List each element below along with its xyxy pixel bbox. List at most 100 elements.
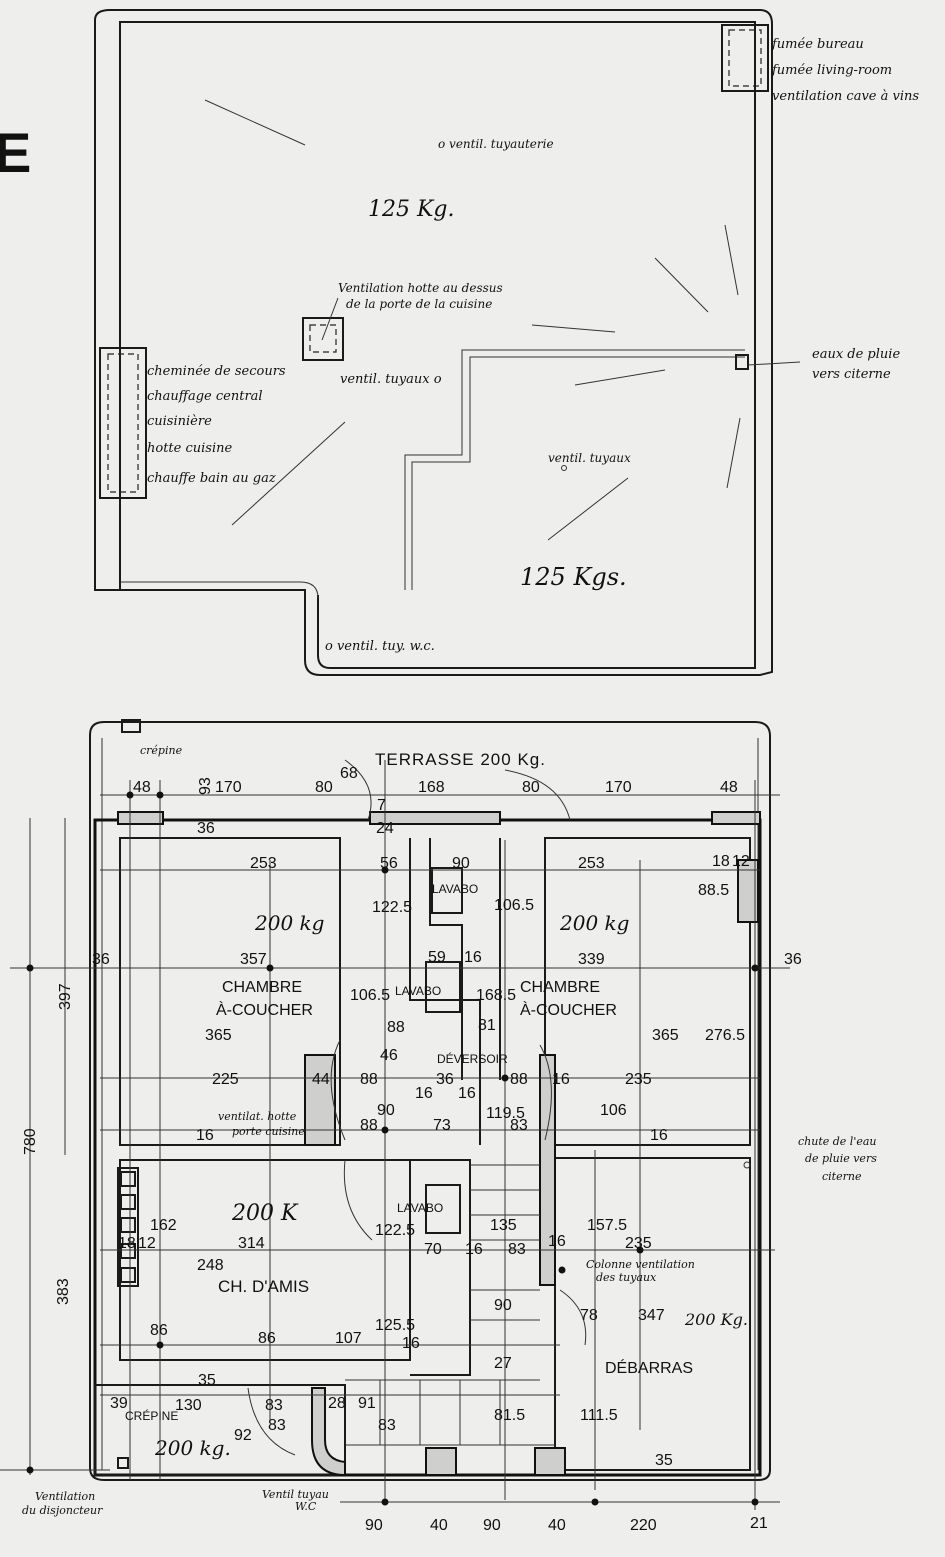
svg-text:90: 90 xyxy=(377,1102,395,1119)
svg-text:383: 383 xyxy=(55,1278,72,1305)
room-guest-label: CH. D'AMIS xyxy=(218,1277,309,1296)
svg-text:157.5: 157.5 xyxy=(587,1217,627,1234)
svg-text:46: 46 xyxy=(380,1047,398,1064)
slope-arrows xyxy=(204,99,801,541)
svg-text:91: 91 xyxy=(358,1395,376,1412)
load-guest: 200 K xyxy=(231,1201,299,1226)
stairs xyxy=(345,1164,555,1446)
dimensions: 48 93 170 80 68 168 80 170 48 36 24 7 25… xyxy=(22,765,802,1534)
svg-text:68: 68 xyxy=(340,765,358,782)
ventil-tuyaux-label-2: ventil. tuyaux xyxy=(548,451,631,465)
svg-text:86: 86 xyxy=(258,1330,276,1347)
ventil-tuyauterie-label: o ventil. tuyauterie xyxy=(438,137,554,151)
load-bedroom-right: 200 kg xyxy=(559,911,629,935)
load-storage: 200 Kg. xyxy=(684,1310,748,1329)
ground-floor-plan: TERRASSE 200 Kg. crépine CRÉPINE CHAMBRE… xyxy=(0,719,877,1534)
roof-plan: 125 Kg. 125 Kgs. fumée bureau fumée livi… xyxy=(94,9,919,676)
svg-text:40: 40 xyxy=(548,1517,566,1534)
svg-text:235: 235 xyxy=(625,1071,652,1088)
svg-text:90: 90 xyxy=(365,1517,383,1534)
svg-text:70: 70 xyxy=(424,1241,442,1258)
svg-text:276.5: 276.5 xyxy=(705,1027,745,1044)
ventil-wc-label: o ventil. tuy. w.c. xyxy=(325,639,435,654)
svg-text:83: 83 xyxy=(508,1241,526,1258)
svg-text:80: 80 xyxy=(522,779,540,796)
svg-text:12: 12 xyxy=(138,1235,156,1252)
door-swings xyxy=(247,759,587,1456)
svg-text:83: 83 xyxy=(378,1417,396,1434)
svg-text:365: 365 xyxy=(205,1027,232,1044)
dimension-dots xyxy=(26,791,759,1506)
svg-text:88: 88 xyxy=(387,1019,405,1036)
svg-text:16: 16 xyxy=(465,1241,483,1258)
svg-text:225: 225 xyxy=(212,1071,239,1088)
svg-text:130: 130 xyxy=(175,1397,202,1414)
svg-text:119.5: 119.5 xyxy=(486,1105,525,1122)
svg-text:780: 780 xyxy=(22,1128,39,1155)
chimney-flues-guest xyxy=(117,1167,139,1287)
svg-text:235: 235 xyxy=(625,1235,652,1252)
svg-text:248: 248 xyxy=(197,1257,224,1274)
room-bedroom-right xyxy=(544,837,751,1146)
ventil-tuyaux-label-1: ventil. tuyaux o xyxy=(340,372,442,387)
room-storage-label: DÉBARRAS xyxy=(605,1358,693,1377)
svg-text:107: 107 xyxy=(335,1330,362,1347)
ventil-hotte-label: Ventilation hotte au dessus de la porte … xyxy=(338,281,507,311)
svg-text:220: 220 xyxy=(630,1517,657,1534)
svg-text:81.5: 81.5 xyxy=(494,1407,525,1424)
svg-text:27: 27 xyxy=(494,1355,512,1372)
svg-text:78: 78 xyxy=(580,1307,598,1324)
svg-text:73: 73 xyxy=(433,1117,451,1134)
svg-text:35: 35 xyxy=(198,1372,216,1389)
svg-text:48: 48 xyxy=(720,779,738,796)
svg-text:16: 16 xyxy=(552,1071,570,1088)
svg-text:347: 347 xyxy=(638,1307,665,1324)
room-storage xyxy=(554,1157,751,1471)
svg-text:36: 36 xyxy=(436,1071,454,1088)
lavabo-3-label: LAVABO xyxy=(397,1201,443,1215)
room-guest xyxy=(119,1159,411,1361)
svg-text:90: 90 xyxy=(483,1517,501,1534)
load-bedroom-left: 200 kg xyxy=(254,911,324,935)
roof-load-main: 125 Kg. xyxy=(368,197,455,222)
svg-text:111.5: 111.5 xyxy=(580,1407,618,1424)
svg-text:122.5: 122.5 xyxy=(375,1222,415,1239)
svg-text:80: 80 xyxy=(315,779,333,796)
svg-text:48: 48 xyxy=(133,779,151,796)
svg-text:88: 88 xyxy=(510,1071,528,1088)
svg-text:106.5: 106.5 xyxy=(350,987,390,1004)
entry-area xyxy=(94,1384,346,1476)
svg-text:88: 88 xyxy=(360,1071,378,1088)
svg-text:93: 93 xyxy=(197,777,214,795)
svg-text:16: 16 xyxy=(548,1233,566,1250)
svg-text:90: 90 xyxy=(494,1297,512,1314)
roof-load-lower: 125 Kgs. xyxy=(520,563,627,591)
svg-text:168.5: 168.5 xyxy=(476,987,516,1004)
svg-text:16: 16 xyxy=(402,1335,420,1352)
svg-text:135: 135 xyxy=(490,1217,517,1234)
svg-text:314: 314 xyxy=(238,1235,265,1252)
svg-text:339: 339 xyxy=(578,951,605,968)
lavabo-2-label: LAVABO xyxy=(395,984,441,998)
svg-text:88: 88 xyxy=(360,1117,378,1134)
rain-drain xyxy=(735,354,749,370)
chimney-right xyxy=(721,24,769,92)
svg-text:18: 18 xyxy=(118,1235,136,1252)
crepine-top-label: crépine xyxy=(140,744,183,757)
crepine-bottom-label: CRÉPINE xyxy=(125,1408,178,1423)
svg-text:170: 170 xyxy=(605,779,632,796)
load-entry: 200 kg. xyxy=(154,1436,231,1460)
svg-text:16: 16 xyxy=(415,1085,433,1102)
chimney-right-annotation: fumée bureau fumée living-room ventilati… xyxy=(771,37,919,104)
svg-text:357: 357 xyxy=(240,951,267,968)
page-letter: E xyxy=(0,121,31,184)
svg-text:40: 40 xyxy=(430,1517,448,1534)
svg-text:397: 397 xyxy=(57,983,74,1010)
